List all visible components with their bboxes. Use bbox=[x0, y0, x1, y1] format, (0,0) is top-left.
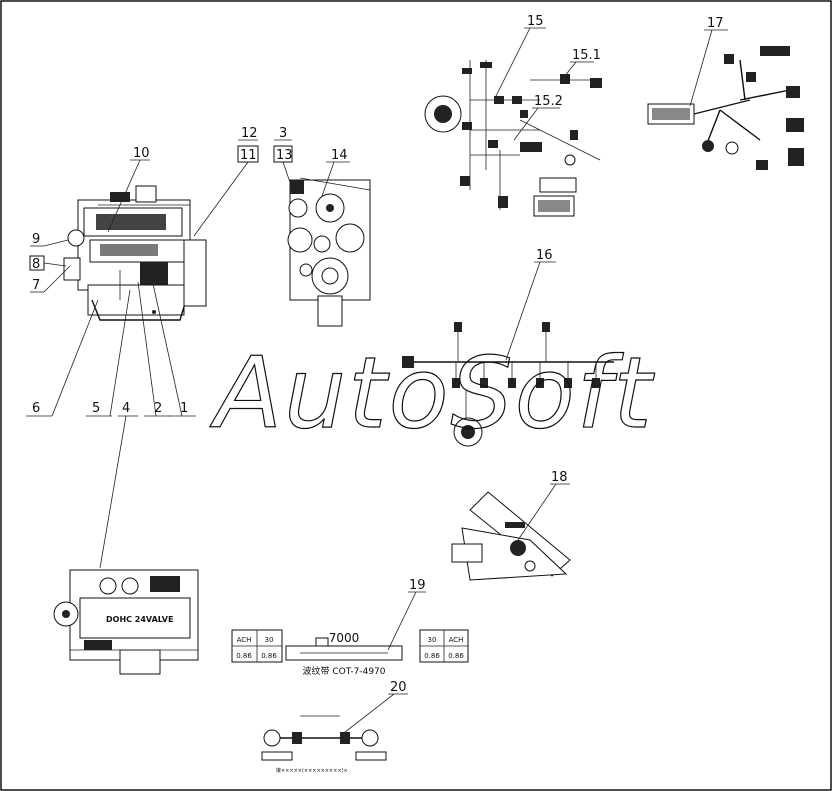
callout-14: 14 bbox=[331, 148, 348, 163]
callout-8: 8 bbox=[32, 257, 40, 272]
serpentine-belt-19: 7000 波纹带 COT-7-4970 ACH 30 0.86 0.86 30 … bbox=[231, 629, 469, 677]
wiring-schematic-17 bbox=[647, 46, 804, 170]
belt-left-top-b: 30 bbox=[265, 636, 274, 644]
engine-side-view bbox=[63, 185, 207, 321]
callout-7: 7 bbox=[32, 278, 40, 293]
callout-15-1: 15.1 bbox=[572, 48, 601, 63]
callout-18: 18 bbox=[551, 470, 568, 485]
belt-length: 7000 bbox=[329, 631, 360, 645]
accelerator-pedal-18 bbox=[451, 491, 571, 581]
belt-left-spec-box: ACH 30 0.86 0.86 bbox=[231, 629, 283, 663]
belt-left-bot-b: 0.86 bbox=[261, 652, 277, 660]
callout-9: 9 bbox=[32, 232, 40, 247]
callout-10: 10 bbox=[133, 146, 150, 161]
belt-right-spec-box: 30 ACH 0.86 0.86 bbox=[419, 629, 469, 663]
engine-cover-text: DOHC 24VALVE bbox=[106, 615, 173, 624]
callout-3: 3 bbox=[279, 126, 287, 141]
callout-leaders bbox=[26, 27, 728, 737]
wiring-harness-16 bbox=[402, 322, 614, 447]
engine-front-view bbox=[287, 177, 371, 327]
callout-5: 5 bbox=[92, 401, 100, 416]
callout-16: 16 bbox=[536, 248, 553, 263]
belt-right-bot-b: 0.86 bbox=[448, 652, 464, 660]
belt-left-bot-a: 0.86 bbox=[236, 652, 252, 660]
autosoft-watermark: AutoSoft bbox=[209, 337, 655, 451]
wiring-schematic-15 bbox=[424, 60, 602, 217]
callout-12: 12 bbox=[241, 126, 258, 141]
callout-4: 4 bbox=[122, 401, 130, 416]
callout-6: 6 bbox=[32, 401, 40, 416]
callout-15: 15 bbox=[527, 14, 544, 29]
callout-11: 11 bbox=[240, 148, 257, 163]
engine-isometric-view: DOHC 24VALVE bbox=[53, 569, 199, 675]
callout-labels: 1 2 5 6 4 7 8 9 10 12 11 3 13 14 15 15.1… bbox=[32, 14, 724, 695]
callout-1: 1 bbox=[180, 401, 188, 416]
belt-right-bot-a: 0.86 bbox=[424, 652, 440, 660]
callout-20: 20 bbox=[390, 680, 407, 695]
callout-17: 17 bbox=[707, 16, 724, 31]
callout-19: 19 bbox=[409, 578, 426, 593]
callout-2: 2 bbox=[154, 401, 162, 416]
belt-caption: 波纹带 COT-7-4970 bbox=[302, 665, 385, 677]
callout-15-2: 15.2 bbox=[534, 94, 563, 109]
fig20-note: 接×××××(×××××××××)× bbox=[276, 767, 348, 774]
belt-right-top-b: ACH bbox=[449, 636, 464, 644]
belt-left-top-a: ACH bbox=[237, 636, 252, 644]
callout-13: 13 bbox=[276, 148, 293, 163]
belt-right-top-a: 30 bbox=[428, 636, 437, 644]
small-diagram-20: 接×××××(×××××××××)× bbox=[261, 715, 387, 774]
